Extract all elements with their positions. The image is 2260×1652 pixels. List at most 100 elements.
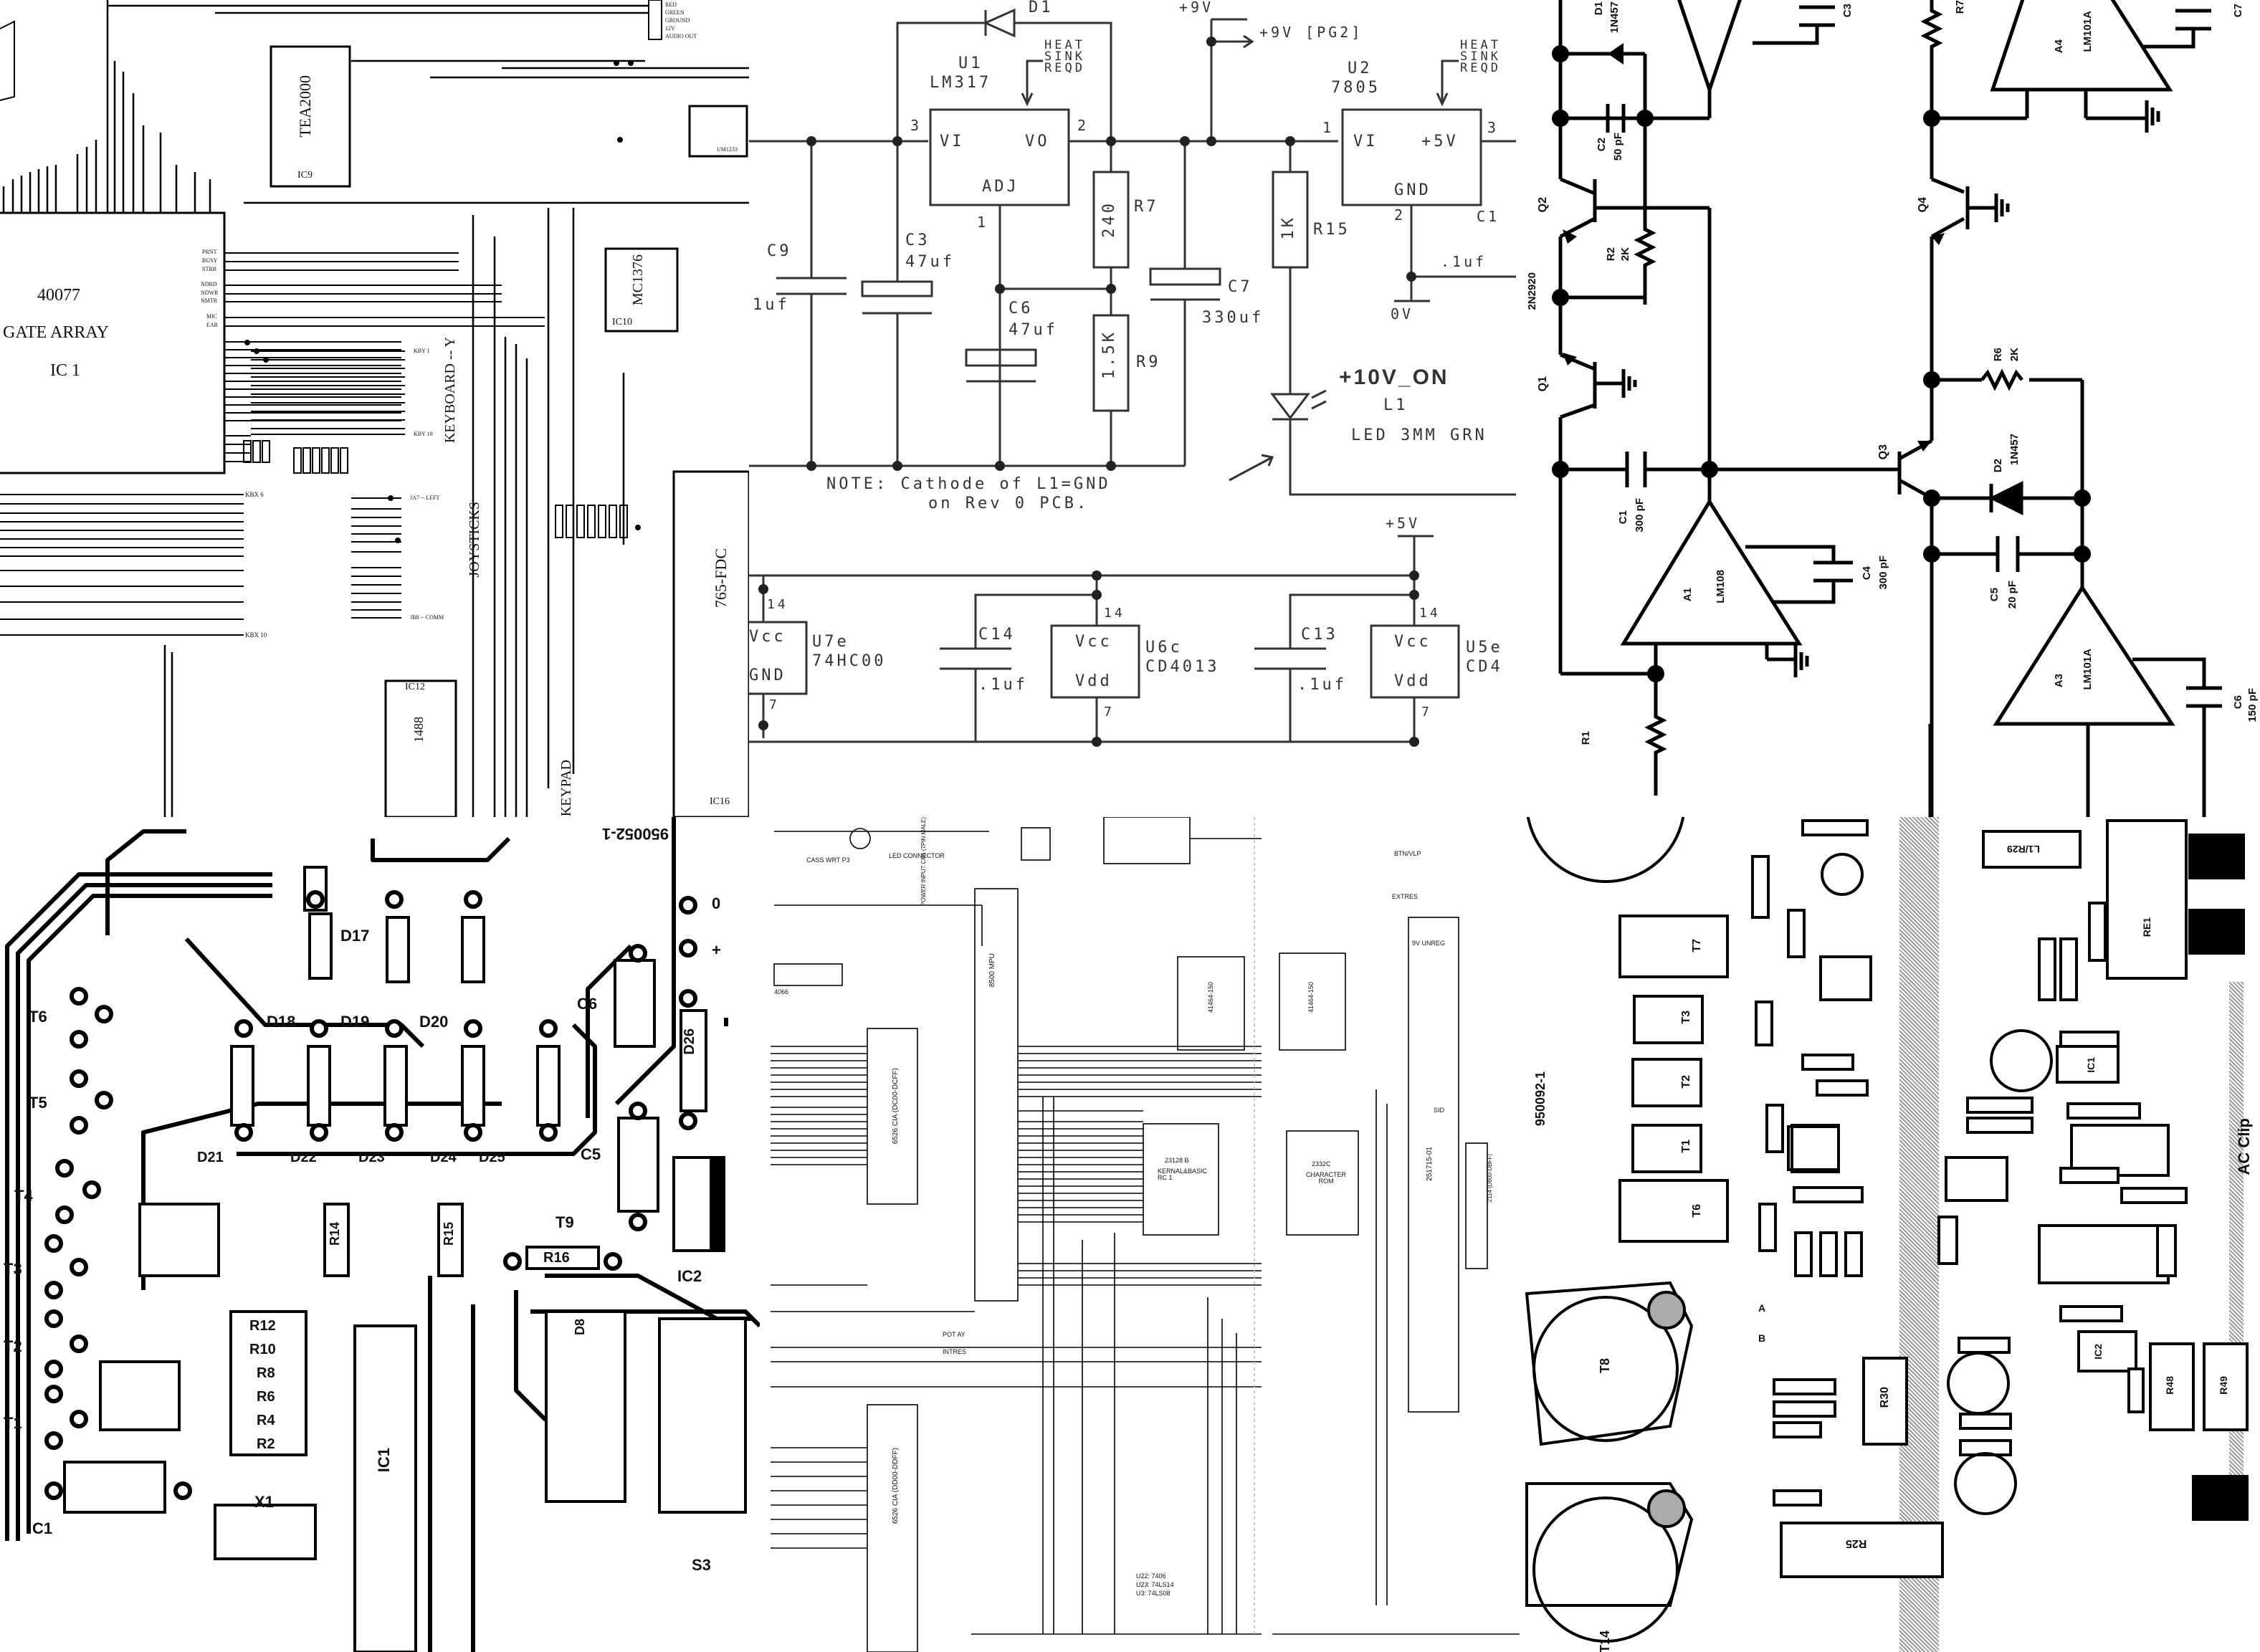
t14-label: T14 — [1598, 1630, 1612, 1652]
u2-part: 7805 — [1331, 79, 1381, 97]
u2-pin-vi: VI — [1353, 133, 1378, 151]
fdc-ref: IC16 — [710, 796, 730, 807]
unreg-label: BTN/VLP — [1394, 850, 1421, 857]
pin-ndwr: NDWR — [201, 290, 219, 296]
c9-value: 1uf — [753, 296, 790, 314]
t5-label: T5 — [29, 1094, 47, 1112]
rail-5v: +5V — [1386, 515, 1421, 532]
rail-9v-pg2: +9V [PG2] — [1259, 24, 1363, 41]
c7-label: C7 — [1228, 278, 1253, 296]
u2-pin-gnd: GND — [1394, 181, 1431, 199]
u6c-vdd: Vdd — [1075, 672, 1112, 690]
schematic-opamp-tile: Q2 2N2920 Q1 Q3 Q4 D1 1N457 C2 50 pF R2 … — [1516, 0, 2260, 817]
tea2000-ref: IC9 — [297, 170, 313, 181]
r15-label: R15 — [1313, 221, 1350, 239]
r15-label: R15 — [442, 1222, 456, 1246]
r42-label: R48 — [2164, 1376, 2175, 1395]
u1-ref: U1 — [958, 54, 983, 72]
r9-label: R9 — [1136, 353, 1161, 371]
d2-ref: D2 — [1992, 459, 2004, 473]
r12-label: R12 — [249, 1318, 276, 1334]
terminal-zero: 0 — [712, 894, 721, 912]
u2-pin-5v: +5V — [1421, 133, 1459, 151]
casram-label: 9V UNREG — [1412, 940, 1446, 947]
r25-label: R25 — [1846, 1537, 1867, 1550]
t3-label: T3 — [4, 1260, 22, 1278]
fdc-part: 765-FDC — [712, 548, 730, 608]
gate-array-description: GATE ARRAY — [3, 323, 109, 342]
analog-switch-4066: 4066 — [774, 988, 789, 996]
connector-green: GREEN — [665, 9, 685, 16]
ic1-label: IC1 — [375, 1448, 393, 1473]
c1-ref: C1 — [1617, 510, 1629, 525]
sid-label: SID — [1434, 1107, 1445, 1114]
t2-label: T2 — [1680, 1075, 1692, 1089]
l1-r29-label: L1/R29 — [2007, 844, 2040, 855]
mc1376-ref: IC10 — [612, 317, 632, 328]
r6-ref: R6 — [1992, 348, 2004, 362]
u5e-vdd: Vdd — [1394, 672, 1431, 690]
u5e-ref: U5e — [1466, 639, 1503, 656]
connector-ground: GROUND — [665, 17, 690, 24]
extres-label: INTRES — [943, 1348, 967, 1355]
ac-clip-label: AC Clip — [2235, 1118, 2253, 1175]
r15-value: 1K — [1279, 215, 1297, 240]
c1-label: C1 — [32, 1519, 53, 1537]
d8-group: D8 — [573, 1319, 587, 1336]
d18-label: D18 — [267, 1013, 296, 1031]
c5-value: 20 pF — [2006, 581, 2018, 609]
c6-label: C6 — [577, 995, 598, 1013]
r2-ref: R2 — [1605, 247, 1617, 262]
keyboard-y-label: KEYBOARD -- Y — [442, 337, 458, 444]
color-ram-label: 2114 (D800-DBFF) — [1487, 1154, 1493, 1203]
d1-label: D1 — [1029, 0, 1054, 16]
u7e-gnd: GND — [749, 667, 786, 684]
gate-array-part-number: 40077 — [37, 286, 80, 305]
c1-label: C1 — [1477, 208, 1500, 225]
x1-label: X1 — [254, 1493, 274, 1511]
re1-label: RE1 — [2141, 917, 2152, 937]
d21-label: D21 — [197, 1150, 224, 1165]
c7-ref: C7 — [2232, 4, 2244, 18]
t4-label: T4 — [14, 1187, 33, 1205]
pcb-950092-tile: 950092-1 AC Clip T8 T14 T7 T3 T2 T1 T6 R… — [1520, 817, 2260, 1652]
cass-wrt-label: CASS WRT P3 — [806, 856, 850, 864]
intres-label: POT AY — [943, 1331, 965, 1338]
r10-label: R10 — [249, 1342, 276, 1357]
r7-value: 240 — [1100, 201, 1118, 238]
pin-busy: BUSY — [202, 257, 218, 264]
u7e-pin7: 7 — [769, 697, 780, 712]
pcb-board-id: 950092-1 — [1533, 1071, 1548, 1127]
connector-audio-out: AUDIO OUT — [665, 33, 697, 39]
pcb-950052-tile: 950052-1 0 + C6 C5 IC2 T9 D17 D18 D19 D2… — [0, 817, 760, 1652]
u1-pin2: 2 — [1077, 117, 1090, 134]
pad-b-label: B — [1758, 1332, 1766, 1344]
c1-value: 300 pF — [1634, 498, 1646, 533]
t6-label: T6 — [1691, 1204, 1703, 1218]
t6-label: T6 — [29, 1008, 47, 1026]
led-ref: L1 — [1383, 396, 1408, 414]
r8-label: R8 — [257, 1365, 275, 1381]
d24-label: D24 — [430, 1150, 457, 1165]
c2-ref: C2 — [1596, 138, 1608, 152]
led-rail-label: +10V_ON — [1339, 366, 1449, 389]
r7-ref: R7 — [1954, 0, 1966, 14]
u2-pin2: 2 — [1394, 206, 1406, 224]
c2-value: 50 pF — [1612, 133, 1624, 161]
cpu-label: 8500 MPU — [988, 953, 996, 988]
c3-ref: C3 — [1841, 4, 1854, 18]
logic-u22: U22: 7406 — [1136, 1572, 1166, 1580]
a4-ref: A4 — [2053, 39, 2065, 54]
r6-label: R6 — [257, 1389, 275, 1405]
schematic-gate-array-tile: 40077 GATE ARRAY IC 1 TEA2000 IC9 MC1376… — [0, 0, 749, 817]
q2-label: Q2 — [1537, 197, 1549, 213]
c4-ref: C4 — [1861, 566, 1873, 581]
pin-prnt: PRNT — [202, 249, 217, 255]
pcb-board-id: 950052-1 — [602, 825, 669, 843]
c13-label: C13 — [1301, 626, 1338, 644]
dram-u11-label: 41464-150 — [1207, 982, 1214, 1013]
tea2000-part: TEA2000 — [296, 75, 314, 138]
u1-part: LM317 — [930, 74, 992, 92]
a1-ref: A1 — [1682, 588, 1694, 602]
c6-value: 150 pF — [2246, 688, 2259, 722]
